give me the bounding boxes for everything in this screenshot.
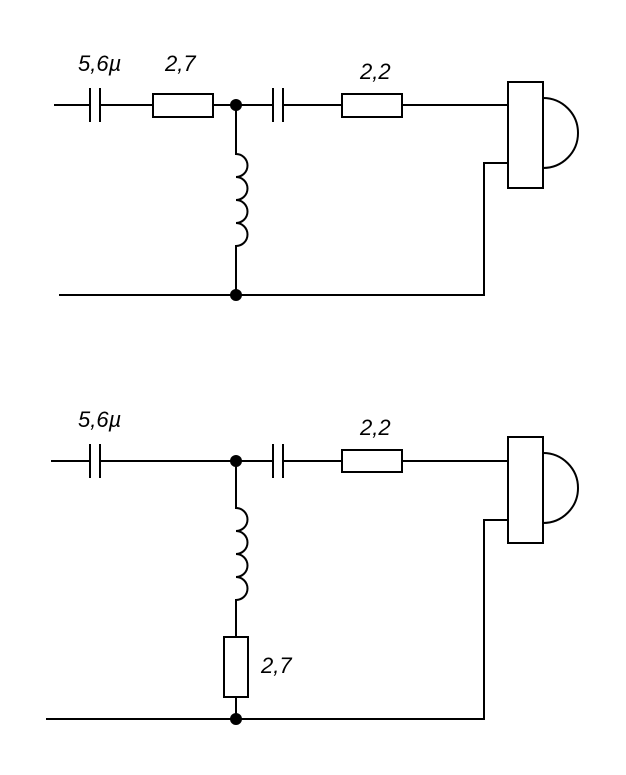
series-resistor <box>152 93 214 118</box>
input-capacitor-label: 5,6µ <box>78 407 121 432</box>
shunt-resistor <box>223 636 249 698</box>
input-capacitor <box>89 444 101 478</box>
series-capacitor <box>272 88 284 122</box>
speaker <box>507 81 579 189</box>
shunt-inductor <box>234 152 249 248</box>
series-resistor-label: 2,7 <box>164 51 196 76</box>
speaker-return-wire <box>483 519 511 720</box>
junction-dot <box>230 99 242 111</box>
output-resistor-label: 2,2 <box>359 415 391 440</box>
junction-dot <box>230 455 242 467</box>
output-resistor <box>341 449 403 473</box>
input-capacitor <box>89 88 101 122</box>
input-capacitor-label: 5,6µ <box>78 51 121 76</box>
junction-dot <box>230 289 242 301</box>
junction-dot <box>230 713 242 725</box>
circuit-1: 5,6µ 2,7 2,2 <box>54 51 579 301</box>
shunt-resistor-label: 2,7 <box>260 653 292 678</box>
series-capacitor <box>272 444 284 478</box>
circuit-2: 5,6µ 2,2 2,7 <box>46 407 579 725</box>
output-resistor <box>341 93 403 118</box>
output-resistor-label: 2,2 <box>359 59 391 84</box>
speaker <box>507 436 579 544</box>
speaker-return-wire <box>483 162 511 296</box>
shunt-inductor <box>234 506 249 602</box>
